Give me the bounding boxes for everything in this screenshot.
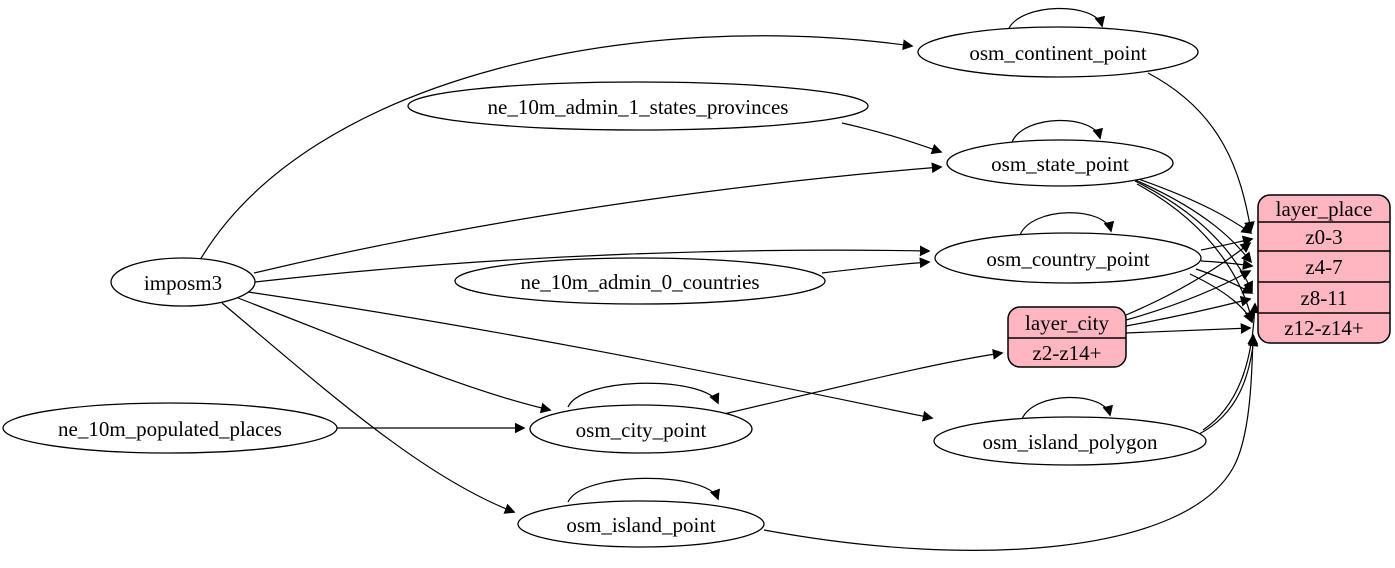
edge-layer_city-layer_place-z4-7 bbox=[1125, 270, 1252, 321]
node-osm_city_point: osm_city_point bbox=[529, 404, 753, 454]
edge-osm_country_point-layer_place-z0-3 bbox=[1200, 235, 1254, 251]
edge-ne_10m_admin_1_states_provinces-osm_state_point bbox=[841, 122, 943, 155]
osm_island_polygon-label: osm_island_polygon bbox=[982, 430, 1158, 454]
osm_island_point-ellipse bbox=[517, 500, 765, 548]
edge-imposm3-osm_country_point bbox=[254, 245, 931, 283]
node-osm_state_point: osm_state_point bbox=[946, 139, 1174, 187]
self-loop-osm_continent_point bbox=[1007, 7, 1105, 31]
edge-layer_city-layer_place-z12-z14 bbox=[1125, 323, 1252, 334]
imposm3-label: imposm3 bbox=[144, 271, 222, 295]
node-osm_continent_point: osm_continent_point bbox=[917, 26, 1199, 78]
layer_place-row-z4-7: z4-7 bbox=[1305, 255, 1342, 279]
node-ne_10m_admin_1_states_provinces: ne_10m_admin_1_states_provinces bbox=[407, 81, 869, 131]
self-loop-osm_island_polygon bbox=[1021, 396, 1113, 420]
node-osm_island_polygon: osm_island_polygon bbox=[933, 416, 1207, 466]
edge-osm_continent_point-layer_place-z0-3 bbox=[1147, 72, 1255, 233]
self-loop-osm_city_point bbox=[567, 382, 720, 408]
self-loop-osm_island_point bbox=[567, 477, 720, 503]
layer_city-title: layer_city bbox=[1025, 311, 1109, 335]
layer_place-row-z12-z14: z12-z14+ bbox=[1284, 316, 1363, 340]
edge-osm_city_point-layer_city-z2-z14 bbox=[723, 348, 1004, 415]
edge-osm_state_point-layer_place-z0-3 bbox=[1129, 175, 1253, 234]
node-ne_10m_admin_0_countries: ne_10m_admin_0_countries bbox=[454, 257, 826, 305]
edge-osm_state_point-layer_place-z8-11 bbox=[1134, 180, 1253, 293]
edge-osm_island_polygon-layer_place-z12-z14 bbox=[1198, 335, 1259, 435]
edge-osm_state_point-layer_place-z12-z14 bbox=[1136, 183, 1256, 323]
edge-osm_country_point-layer_place-z8-11 bbox=[1195, 268, 1254, 294]
layer_place-row-z8-11: z8-11 bbox=[1300, 286, 1347, 310]
edge-imposm3-osm_island_point bbox=[221, 302, 516, 514]
node-layer_place: layer_place z0-3 z4-7 z8-11 z12-z14+ bbox=[1257, 194, 1391, 344]
ne_10m_populated_places-label: ne_10m_populated_places bbox=[58, 417, 282, 441]
edge-osm_country_point-layer_place-z12-z14 bbox=[1189, 273, 1254, 324]
edge-imposm3-osm_city_point bbox=[237, 297, 552, 414]
osm_city_point-ellipse bbox=[529, 404, 753, 454]
self-loop-osm_country_point bbox=[1019, 212, 1115, 236]
layer_place-title: layer_place bbox=[1276, 197, 1373, 221]
imposm3-ellipse bbox=[110, 257, 256, 307]
edge-imposm3-osm_island_polygon bbox=[247, 291, 934, 422]
layer_place-row-z0-3: z0-3 bbox=[1305, 225, 1342, 249]
edge-imposm3-osm_continent_point bbox=[199, 35, 914, 261]
layer_city-row-z2-z14: z2-z14+ bbox=[1033, 341, 1102, 365]
osm_island_polygon-ellipse bbox=[933, 416, 1207, 466]
node-osm_country_point: osm_country_point bbox=[934, 232, 1202, 284]
osm_city_point-label: osm_city_point bbox=[576, 418, 707, 442]
ne_10m_admin_1_states_provinces-ellipse bbox=[407, 81, 869, 131]
edge-osm_island_point-layer_place-z12-z14 bbox=[763, 333, 1259, 551]
node-imposm3: imposm3 bbox=[110, 257, 256, 307]
edge-osm_state_point-layer_place-z4-7 bbox=[1132, 178, 1253, 264]
osm_country_point-label: osm_country_point bbox=[986, 247, 1149, 271]
node-ne_10m_populated_places: ne_10m_populated_places bbox=[2, 402, 338, 454]
ne_10m_admin_0_countries-label: ne_10m_admin_0_countries bbox=[520, 270, 759, 294]
edge-layer bbox=[199, 7, 1261, 551]
osm_island_point-label: osm_island_point bbox=[566, 513, 716, 537]
ne_10m_admin_1_states_provinces-label: ne_10m_admin_1_states_provinces bbox=[488, 95, 789, 119]
osm_country_point-ellipse bbox=[934, 232, 1202, 284]
osm_state_point-label: osm_state_point bbox=[991, 152, 1129, 176]
layer_city-box bbox=[1007, 306, 1127, 368]
ne_10m_admin_0_countries-ellipse bbox=[454, 257, 826, 305]
ne_10m_populated_places-ellipse bbox=[2, 402, 338, 454]
edge-layer_city-layer_place-z0-3 bbox=[1125, 241, 1252, 316]
edge-ne_10m_admin_0_countries-osm_country_point bbox=[821, 257, 931, 274]
edge-imposm3-osm_state_point bbox=[253, 162, 943, 274]
node-layer_city: layer_city z2-z14+ bbox=[1007, 306, 1127, 368]
layer_place-box bbox=[1257, 194, 1391, 344]
edge-osm_country_point-layer_place-z4-7 bbox=[1200, 259, 1254, 271]
edge-osm_island_polygon-layer_place-z8-11 bbox=[1202, 302, 1261, 431]
edge-layer_city-layer_place-z8-11 bbox=[1125, 295, 1252, 327]
osm_state_point-ellipse bbox=[946, 139, 1174, 187]
self-loop-osm_state_point bbox=[1011, 119, 1103, 143]
osm_continent_point-ellipse bbox=[917, 26, 1199, 78]
osm_continent_point-label: osm_continent_point bbox=[969, 41, 1146, 65]
node-osm_island_point: osm_island_point bbox=[517, 500, 765, 548]
